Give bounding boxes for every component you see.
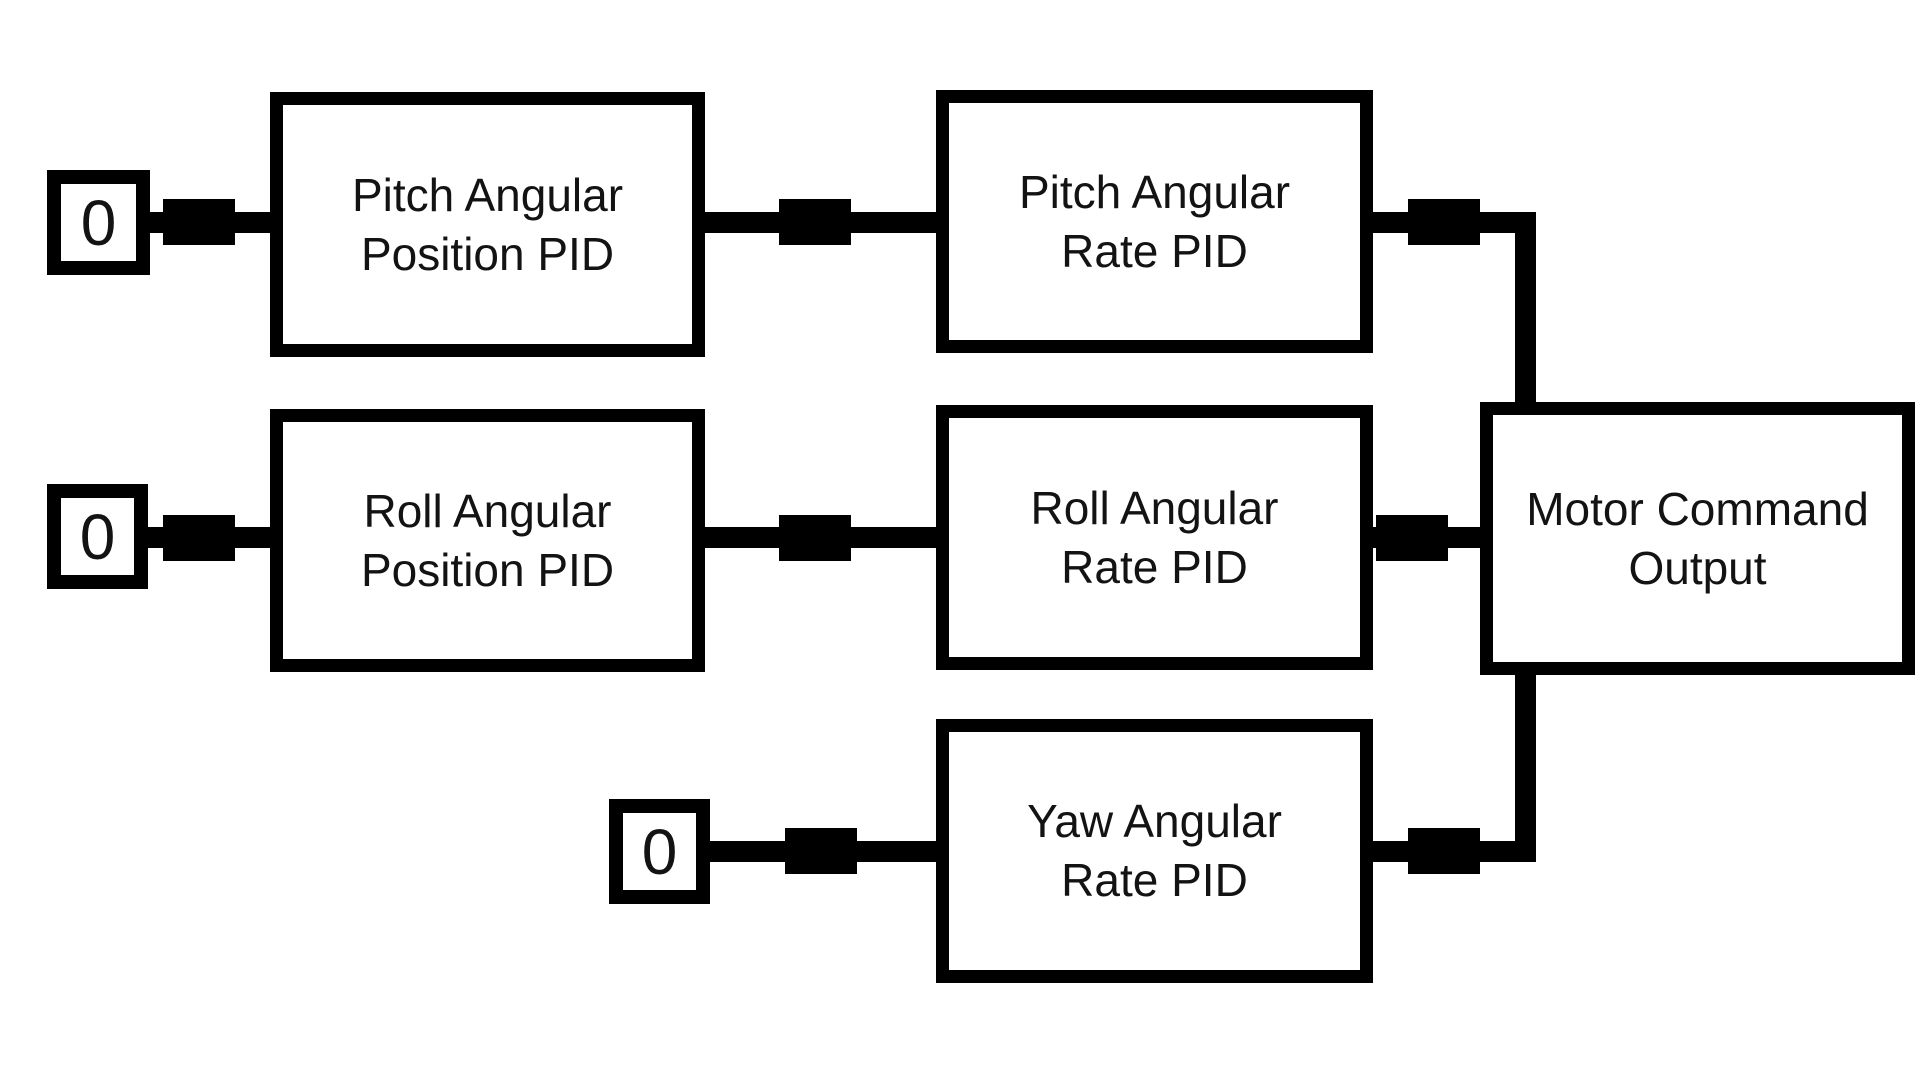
- joint-pitch-position-to-rate: [779, 199, 851, 245]
- block-label: Motor Command: [1526, 482, 1869, 535]
- setpoint-box-roll: 0: [47, 484, 148, 589]
- block-label: Rate PID: [1061, 854, 1248, 906]
- block-label: Roll Angular: [363, 484, 612, 537]
- block-label: Position PID: [360, 227, 615, 280]
- joint-roll-setpoint: [163, 515, 235, 561]
- block-pitch-rate-pid: Pitch Angular Rate PID: [936, 90, 1373, 353]
- setpoint-value-pitch: 0: [80, 186, 117, 259]
- block-motor-command-output: Motor Command Output: [1480, 402, 1915, 675]
- setpoint-value-yaw: 0: [641, 815, 678, 888]
- block-label: Roll Angular: [1030, 481, 1279, 534]
- block-pitch-position-pid: Pitch Angular Position PID: [270, 92, 705, 357]
- joint-roll-rate-output: [1376, 515, 1448, 561]
- block-yaw-rate-pid: Yaw Angular Rate PID: [936, 719, 1373, 983]
- wire-pitch-rate-output-vertical: [1515, 212, 1536, 402]
- joint-pitch-setpoint: [163, 199, 235, 245]
- block-label: Position PID: [360, 543, 615, 596]
- block-label: Rate PID: [1061, 540, 1248, 593]
- joint-roll-position-to-rate: [779, 515, 851, 561]
- block-label: Rate PID: [1061, 224, 1248, 277]
- setpoint-box-yaw: 0: [609, 799, 710, 904]
- block-label: Yaw Angular: [1027, 795, 1282, 847]
- joint-yaw-rate-output: [1408, 828, 1480, 874]
- block-roll-position-pid: Roll Angular Position PID: [270, 409, 705, 672]
- joint-yaw-setpoint: [785, 828, 857, 874]
- wire-yaw-rate-output-vertical: [1515, 675, 1536, 862]
- block-label: Pitch Angular: [1018, 165, 1291, 218]
- setpoint-box-pitch: 0: [47, 170, 150, 275]
- block-roll-rate-pid: Roll Angular Rate PID: [936, 405, 1373, 670]
- block-label: Output: [1628, 541, 1767, 594]
- block-label: Pitch Angular: [351, 168, 624, 221]
- setpoint-value-roll: 0: [79, 500, 116, 573]
- joint-pitch-rate-output: [1408, 199, 1480, 245]
